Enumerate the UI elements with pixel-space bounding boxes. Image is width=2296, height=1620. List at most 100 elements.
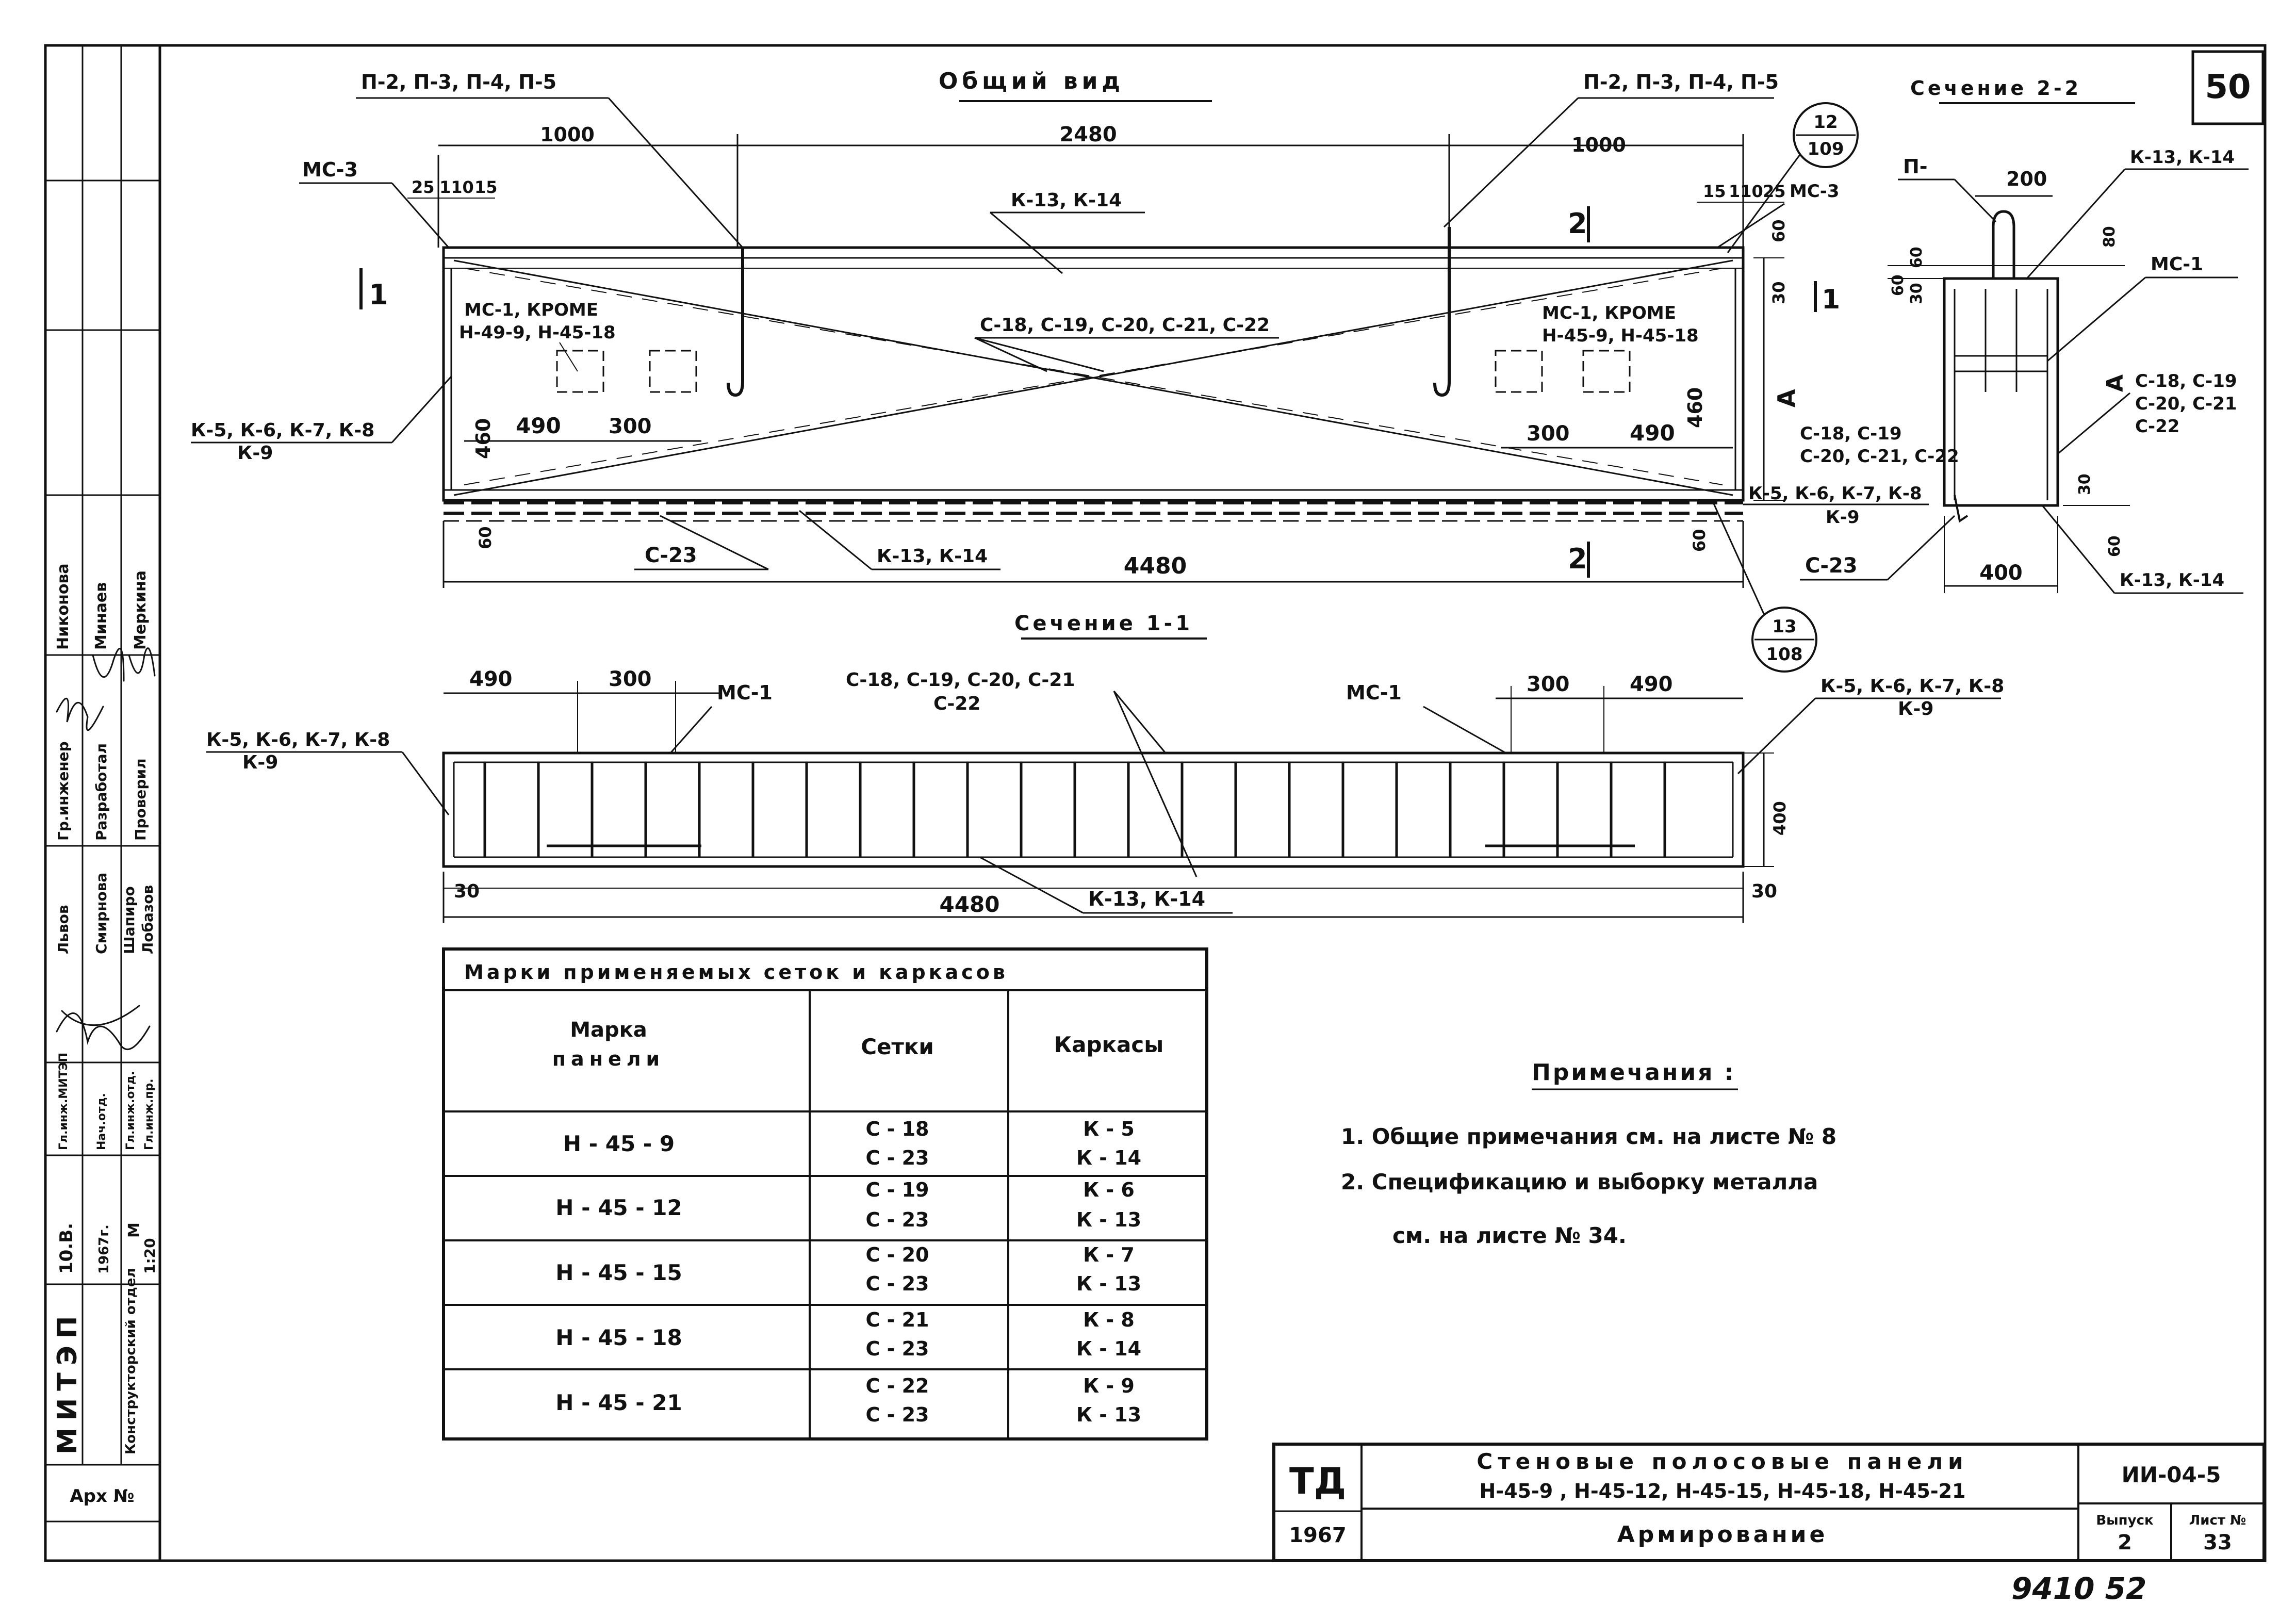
sheet-number: 50	[2205, 68, 2251, 106]
section22-axis-a: А	[2102, 374, 2128, 392]
section11-k5-r-l2: К-9	[1898, 698, 1933, 719]
dim-60-top: 60	[1769, 219, 1789, 242]
marks-row-1-frame-1: К - 5	[1083, 1118, 1135, 1140]
k5-left-l1: К-5, К-6, К-7, К-8	[191, 420, 374, 441]
stamp-name-3: Меркина	[132, 570, 150, 650]
stamp-scale-m: М	[125, 1222, 143, 1238]
section22-dim-30: 30	[1908, 283, 1926, 304]
stamp-name-7: Лобазов	[139, 885, 156, 954]
section11-drawing	[442, 751, 1745, 868]
dim-25-left: 25	[412, 177, 435, 197]
section22-dim-200: 200	[2006, 168, 2047, 190]
section11-dim-490-l: 490	[469, 667, 513, 691]
section22-c-l2: С-20, С-21	[2135, 394, 2237, 414]
k5-right-l1: К-5, К-6, К-7, К-8	[1748, 483, 1922, 504]
section11-mc1-l: МС-1	[717, 681, 773, 704]
callout-circle-top	[1793, 102, 1859, 168]
title-block-year: 1967	[1289, 1524, 1346, 1547]
marks-row-4-mesh-1: С - 21	[866, 1308, 929, 1331]
mc1-right-l2: Н-45-9, Н-45-18	[1542, 325, 1699, 346]
stamp-role-7: Гл.инж.пр.	[143, 1078, 156, 1150]
section22-p-label: П-	[1903, 155, 1928, 178]
marks-row-1-frame-2: К - 14	[1076, 1147, 1141, 1169]
dim-1000-left: 1000	[540, 123, 595, 146]
marks-row-4-mesh-2: С - 23	[866, 1337, 929, 1360]
title-block-code: ИИ-04-5	[2122, 1462, 2221, 1487]
signature-3	[128, 647, 156, 677]
sheet-frame	[44, 44, 2267, 1562]
section22-c-l1: С-18, С-19	[2135, 371, 2237, 391]
marks-row-5-panel: Н - 45 - 21	[555, 1390, 682, 1415]
panel-elevation	[442, 246, 1745, 522]
marks-row-3-mesh-1: С - 20	[866, 1243, 929, 1266]
handwritten-bottom: 9410 52	[2011, 1571, 2146, 1606]
marks-row-5-mesh-2: С - 23	[866, 1403, 929, 1426]
mc1-right-l1: МС-1, КРОМЕ	[1542, 303, 1676, 323]
section11-title: Сечение 1-1	[1014, 612, 1193, 635]
c23-label: С-23	[645, 544, 697, 567]
callout-bottom-num: 13	[1772, 616, 1796, 637]
title-block-subtitle: Армирование	[1617, 1521, 1828, 1548]
section22-dim-400: 400	[1979, 561, 2023, 585]
signature-1	[56, 697, 104, 731]
callout-bottom-sheet: 108	[1766, 644, 1803, 665]
section11-dim-490-r: 490	[1630, 673, 1673, 696]
dim-110-right: 110	[1729, 182, 1763, 201]
embedded-plates	[556, 350, 1631, 393]
loops-right-label: П-2, П-3, П-4, П-5	[1583, 71, 1779, 93]
section22-c-l3: С-22	[2135, 416, 2179, 437]
signature-4	[56, 1012, 151, 1051]
dim-110-left: 110	[439, 177, 474, 197]
marks-table-col-frames: Каркасы	[1054, 1032, 1163, 1057]
marks-row-3-panel: Н - 45 - 15	[555, 1260, 682, 1285]
callout-top-sheet: 109	[1808, 139, 1844, 159]
stamp-year: 1967г.	[96, 1224, 112, 1274]
dim-15-left: 15	[474, 177, 498, 197]
general-view-title: Общий вид	[939, 68, 1124, 94]
title-block	[1272, 1443, 2266, 1562]
section22-drawing	[1943, 210, 2059, 523]
section11-dim-30-l: 30	[454, 881, 480, 902]
stamp-role-5: Нач.отд.	[95, 1093, 108, 1150]
section22-dim-60b: 60	[1889, 274, 1907, 296]
marks-row-5-frame-1: К - 9	[1083, 1374, 1135, 1397]
section22-mc1: МС-1	[2151, 254, 2203, 275]
mesh-label-center: С-18, С-19, С-20, С-21, С-22	[980, 315, 1270, 336]
callout-circle-bottom	[1751, 607, 1817, 673]
title-block-issue: 2	[2118, 1531, 2132, 1554]
note-2b: см. на листе № 34.	[1392, 1223, 1627, 1248]
title-block-issue-label: Выпуск	[2096, 1513, 2154, 1528]
section11-c-l2: С-22	[933, 693, 980, 714]
section11-k5-l-l1: К-5, К-6, К-7, К-8	[206, 729, 390, 750]
marks-table-col-meshes: Сетки	[861, 1034, 934, 1059]
c-right-l2: С-20, С-21, С-22	[1800, 446, 1959, 467]
section11-k5-r-l1: К-5, К-6, К-7, К-8	[1821, 676, 2004, 697]
mc1-left-l2: Н-49-9, Н-45-18	[459, 322, 616, 343]
stamp-name-2: Минаев	[92, 582, 110, 650]
dim-300-right: 300	[1527, 422, 1570, 446]
marks-row-1-panel: Н - 45 - 9	[563, 1131, 675, 1156]
marks-row-4-frame-2: К - 14	[1076, 1337, 1141, 1360]
marks-row-4-frame-1: К - 8	[1083, 1308, 1135, 1331]
sec2-marker-top: 2	[1568, 207, 1587, 240]
section11-k13: К-13, К-14	[1088, 888, 1205, 910]
section11-dim-4480: 4480	[940, 892, 1000, 917]
section22-dim-80: 80	[2101, 226, 2119, 248]
dim-4480-top-view: 4480	[1124, 553, 1187, 579]
signature-5	[61, 1005, 140, 1026]
title-block-name-l2: Н-45-9 , Н-45-12, Н-45-15, Н-45-18, Н-45…	[1480, 1480, 1966, 1502]
sec2-marker-bottom: 2	[1568, 543, 1587, 575]
lifting-loop-right	[1433, 227, 1451, 397]
callout-top-num: 12	[1813, 112, 1838, 133]
marks-row-2-mesh-2: С - 23	[866, 1208, 929, 1231]
dim-60-right: 60	[1690, 529, 1709, 552]
marks-table	[442, 947, 1208, 1441]
stamp-role-4: Гл.инж.МИТЭП	[57, 1053, 70, 1150]
dim-490-left: 490	[516, 413, 561, 438]
title-block-sheet-label: Лист №	[2189, 1513, 2246, 1528]
notes-title: Примечания :	[1532, 1059, 1735, 1086]
marks-table-col-panel-l2: панели	[552, 1048, 665, 1070]
marks-row-2-panel: Н - 45 - 12	[555, 1195, 682, 1220]
marks-row-1-mesh-2: С - 23	[866, 1147, 929, 1169]
section22-k13-bottom: К-13, К-14	[2120, 570, 2224, 591]
